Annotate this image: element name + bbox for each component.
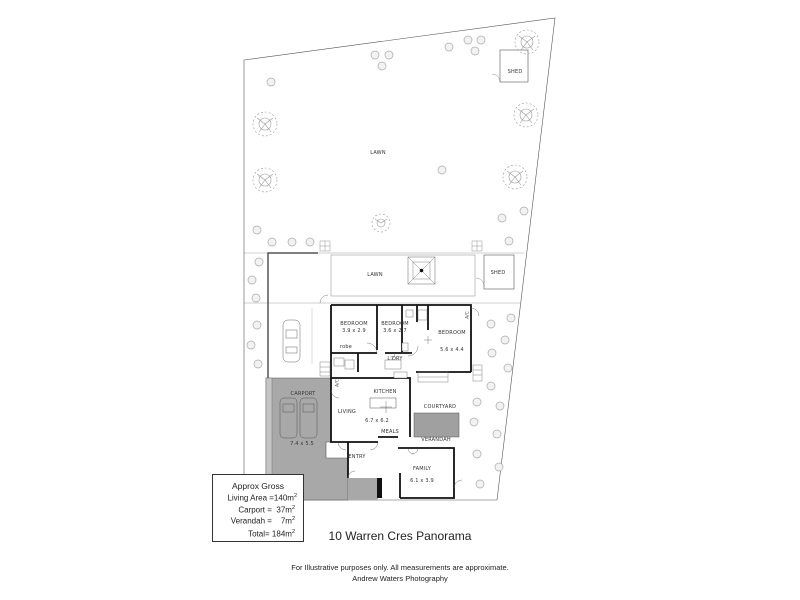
- verandah-label: VERANDAH: [421, 437, 451, 443]
- property-boundary: [243, 17, 556, 501]
- laundry-label: L'DRY: [387, 356, 403, 362]
- disclaimer-text: For Illustrative purposes only. All meas…: [291, 563, 509, 572]
- plan-title: 10 Warren Cres Panorama: [328, 529, 472, 543]
- robe-label: robe: [339, 344, 353, 350]
- carport-label: CARPORT: [290, 391, 316, 397]
- area-row-verandah: Verandah = 7m2: [230, 516, 295, 526]
- area-summary-box: Approx Gross Living Area =140m2 Carport …: [212, 474, 304, 542]
- carport-dims: 7.4 x 5.5: [290, 441, 314, 447]
- family-label: FAMILY: [412, 466, 432, 472]
- bedroom-3-label: BEDROOM: [438, 330, 466, 336]
- large-trees: [252, 29, 540, 233]
- shed-upper: [499, 49, 529, 83]
- verandah-area: [413, 412, 460, 438]
- family-dims: 6.1 x 3.9: [410, 478, 434, 484]
- entry-label: ENTRY: [348, 454, 366, 460]
- credit-text: Andrew Waters Photography: [352, 574, 448, 583]
- shed-upper-label: SHED: [507, 69, 523, 75]
- bedroom-3-dims: 5.6 x 4.4: [440, 347, 464, 353]
- lawn-upper-label: LAWN: [370, 150, 386, 156]
- living-dims: 6.7 x 6.2: [365, 418, 389, 424]
- bedroom-1-label: BEDROOM: [340, 321, 368, 327]
- shed-lower-label: SHED: [490, 270, 506, 276]
- kitchen-label: KITCHEN: [373, 389, 397, 395]
- shrubs: [246, 35, 529, 489]
- area-row-total: Total= 184m2: [248, 529, 295, 539]
- area-row-carport: Carport = 37m2: [238, 505, 295, 515]
- area-summary-heading: Approx Gross: [232, 481, 284, 491]
- ac-label-2: A/C: [334, 379, 340, 387]
- ac-label-1: A/C: [464, 311, 470, 319]
- car-icon: [282, 319, 301, 363]
- kitchen-island: [369, 397, 397, 409]
- lawn-lower-area: [330, 254, 476, 297]
- bedroom-2-label: BEDROOM: [381, 321, 409, 327]
- courtyard-label: COURTYARD: [423, 404, 457, 410]
- carport-cars-icon: [279, 397, 318, 439]
- bedroom-2-dims: 3.6 x 2.7: [383, 328, 407, 334]
- bedroom-1-dims: 3.9 x 2.9: [342, 328, 366, 334]
- gazebo-icon: [407, 256, 436, 285]
- lawn-lower-label: LAWN: [367, 272, 383, 278]
- living-label: LIVING: [338, 409, 356, 415]
- shed-lower: [483, 254, 515, 290]
- area-row-living: Living Area =140m2: [227, 493, 297, 503]
- meals-label: MEALS: [381, 429, 399, 435]
